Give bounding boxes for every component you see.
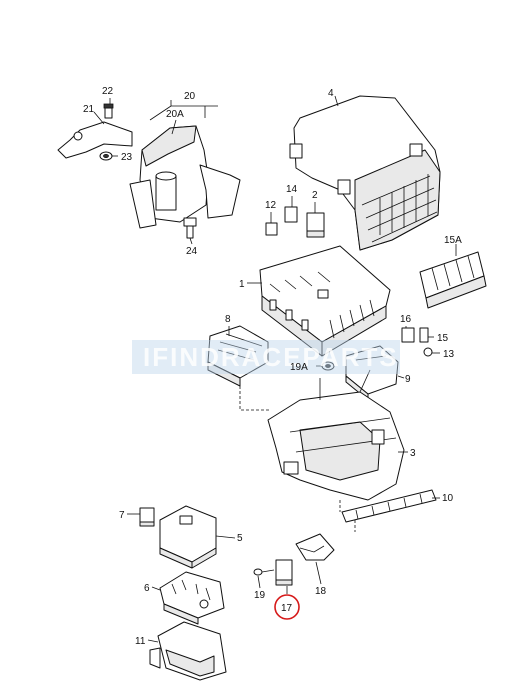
label-15a: 15A [444, 235, 462, 246]
part-14-fuse[interactable] [284, 196, 298, 223]
part-23-nut[interactable] [99, 151, 113, 161]
label-19: 19 [254, 590, 266, 601]
highlight-circle-17 [274, 594, 300, 620]
part-15-fuse[interactable] [419, 327, 429, 343]
label-15: 15 [437, 333, 449, 344]
label-8: 8 [225, 314, 231, 325]
part-16-connector[interactable] [401, 327, 415, 343]
label-24: 24 [186, 246, 198, 257]
label-3: 3 [410, 448, 416, 459]
label-14: 14 [286, 184, 298, 195]
label-1: 1 [239, 279, 245, 290]
label-20a: 20A [166, 109, 184, 120]
label-20: 20 [184, 91, 196, 102]
part-18-bracket[interactable] [295, 533, 335, 561]
callout-labels: 4 20 20A 22 21 23 24 14 2 12 1 15A 16 15… [83, 86, 462, 647]
label-2: 2 [312, 190, 318, 201]
label-21: 21 [83, 104, 95, 115]
label-9: 9 [405, 374, 411, 385]
part-7-relay[interactable] [139, 507, 155, 527]
part-15a-fuse-strip[interactable] [419, 251, 487, 309]
part-21-bracket[interactable] [57, 121, 133, 159]
part-5-relay-carrier[interactable] [159, 505, 217, 569]
label-6: 6 [144, 583, 150, 594]
label-22: 22 [102, 86, 114, 97]
part-13-nut[interactable] [423, 347, 433, 357]
part-12-fuse[interactable] [265, 212, 278, 236]
part-11-housing[interactable] [149, 621, 227, 681]
label-12: 12 [265, 200, 277, 211]
part-8-relay-carrier[interactable] [207, 325, 270, 411]
label-4: 4 [328, 88, 334, 99]
label-18: 18 [315, 586, 327, 597]
part-22-screw[interactable] [103, 103, 114, 119]
part-17-relay[interactable] [275, 559, 293, 586]
label-19a: 19A [290, 362, 308, 373]
watermark: IFINDRACEPARTS [132, 340, 400, 374]
part-6-fuse-box[interactable] [159, 571, 225, 625]
label-16: 16 [400, 314, 412, 325]
label-17: 17 [281, 603, 293, 614]
watermark-text: IFINDRACEPARTS [143, 342, 399, 372]
label-5: 5 [237, 533, 243, 544]
label-13: 13 [443, 349, 455, 360]
part-3-carrier[interactable] [267, 369, 405, 501]
part-2-relay[interactable] [306, 202, 325, 238]
part-24-bolt[interactable] [183, 217, 197, 239]
part-19-screw[interactable] [253, 568, 275, 576]
label-11: 11 [135, 636, 146, 647]
part-20-holder[interactable] [129, 125, 241, 229]
part-1-fuse-box[interactable] [259, 245, 391, 357]
part-9-module[interactable] [345, 345, 399, 401]
label-7: 7 [119, 510, 125, 521]
label-10: 10 [442, 493, 454, 504]
leader-lines [93, 95, 457, 643]
part-10-strip[interactable] [339, 489, 437, 532]
label-23: 23 [121, 152, 133, 163]
part-4-cover[interactable] [289, 95, 441, 251]
